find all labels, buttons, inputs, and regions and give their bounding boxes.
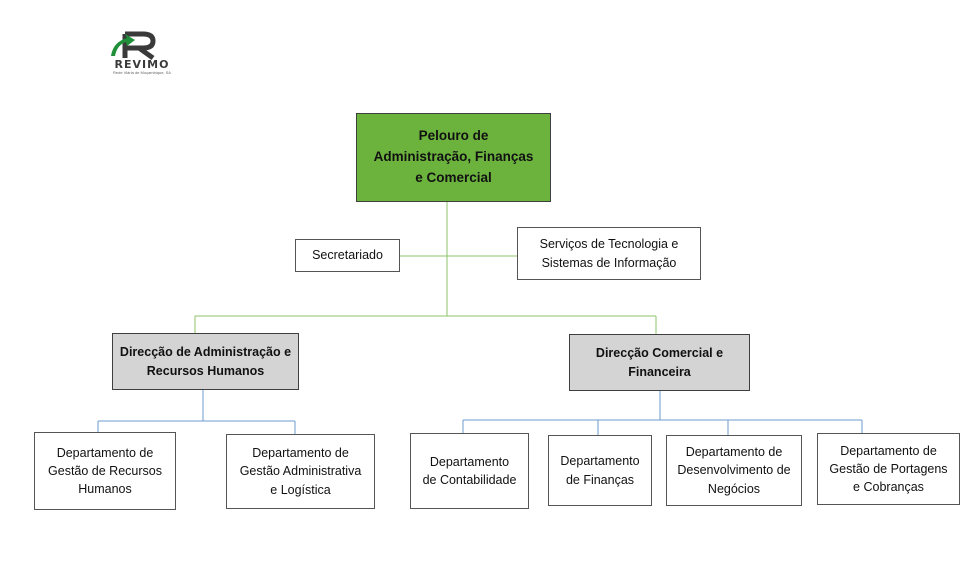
- department-node-desenvolvimento-negocios: Departamento de Desenvolvimento de Negóc…: [666, 435, 802, 506]
- logo-subtitle: Rede Viária de Moçambique, SA: [113, 70, 171, 75]
- department-node-financas: Departamento de Finanças: [548, 435, 652, 506]
- department-node-contabilidade: Departamento de Contabilidade: [410, 433, 529, 509]
- logo-arrow-icon: [111, 34, 135, 56]
- top-connectors: [194, 201, 657, 334]
- support-node-secretariado: Secretariado: [295, 239, 400, 272]
- revimo-logo: [111, 31, 156, 61]
- logo-wordmark: REVIMO: [114, 58, 170, 71]
- directorate-node-comercial-financeira: Direcção Comercial e Financeira: [569, 334, 750, 391]
- root-node: Pelouro de Administração, Finanças e Com…: [356, 113, 551, 202]
- department-node-portagens-cobrancas: Departamento de Gestão de Portagens e Co…: [817, 433, 960, 505]
- department-node-gestao-administrativa: Departamento de Gestão Administrativa e …: [226, 434, 375, 509]
- support-node-sti: Serviços de Tecnologia e Sistemas de Inf…: [517, 227, 701, 280]
- bottom-connectors: [97, 389, 863, 436]
- department-node-gestao-rh: Departamento de Gestão de Recursos Human…: [34, 432, 176, 510]
- logo-r-letter: [122, 31, 156, 61]
- directorate-node-admin-rh: Direcção de Administração e Recursos Hum…: [112, 333, 299, 390]
